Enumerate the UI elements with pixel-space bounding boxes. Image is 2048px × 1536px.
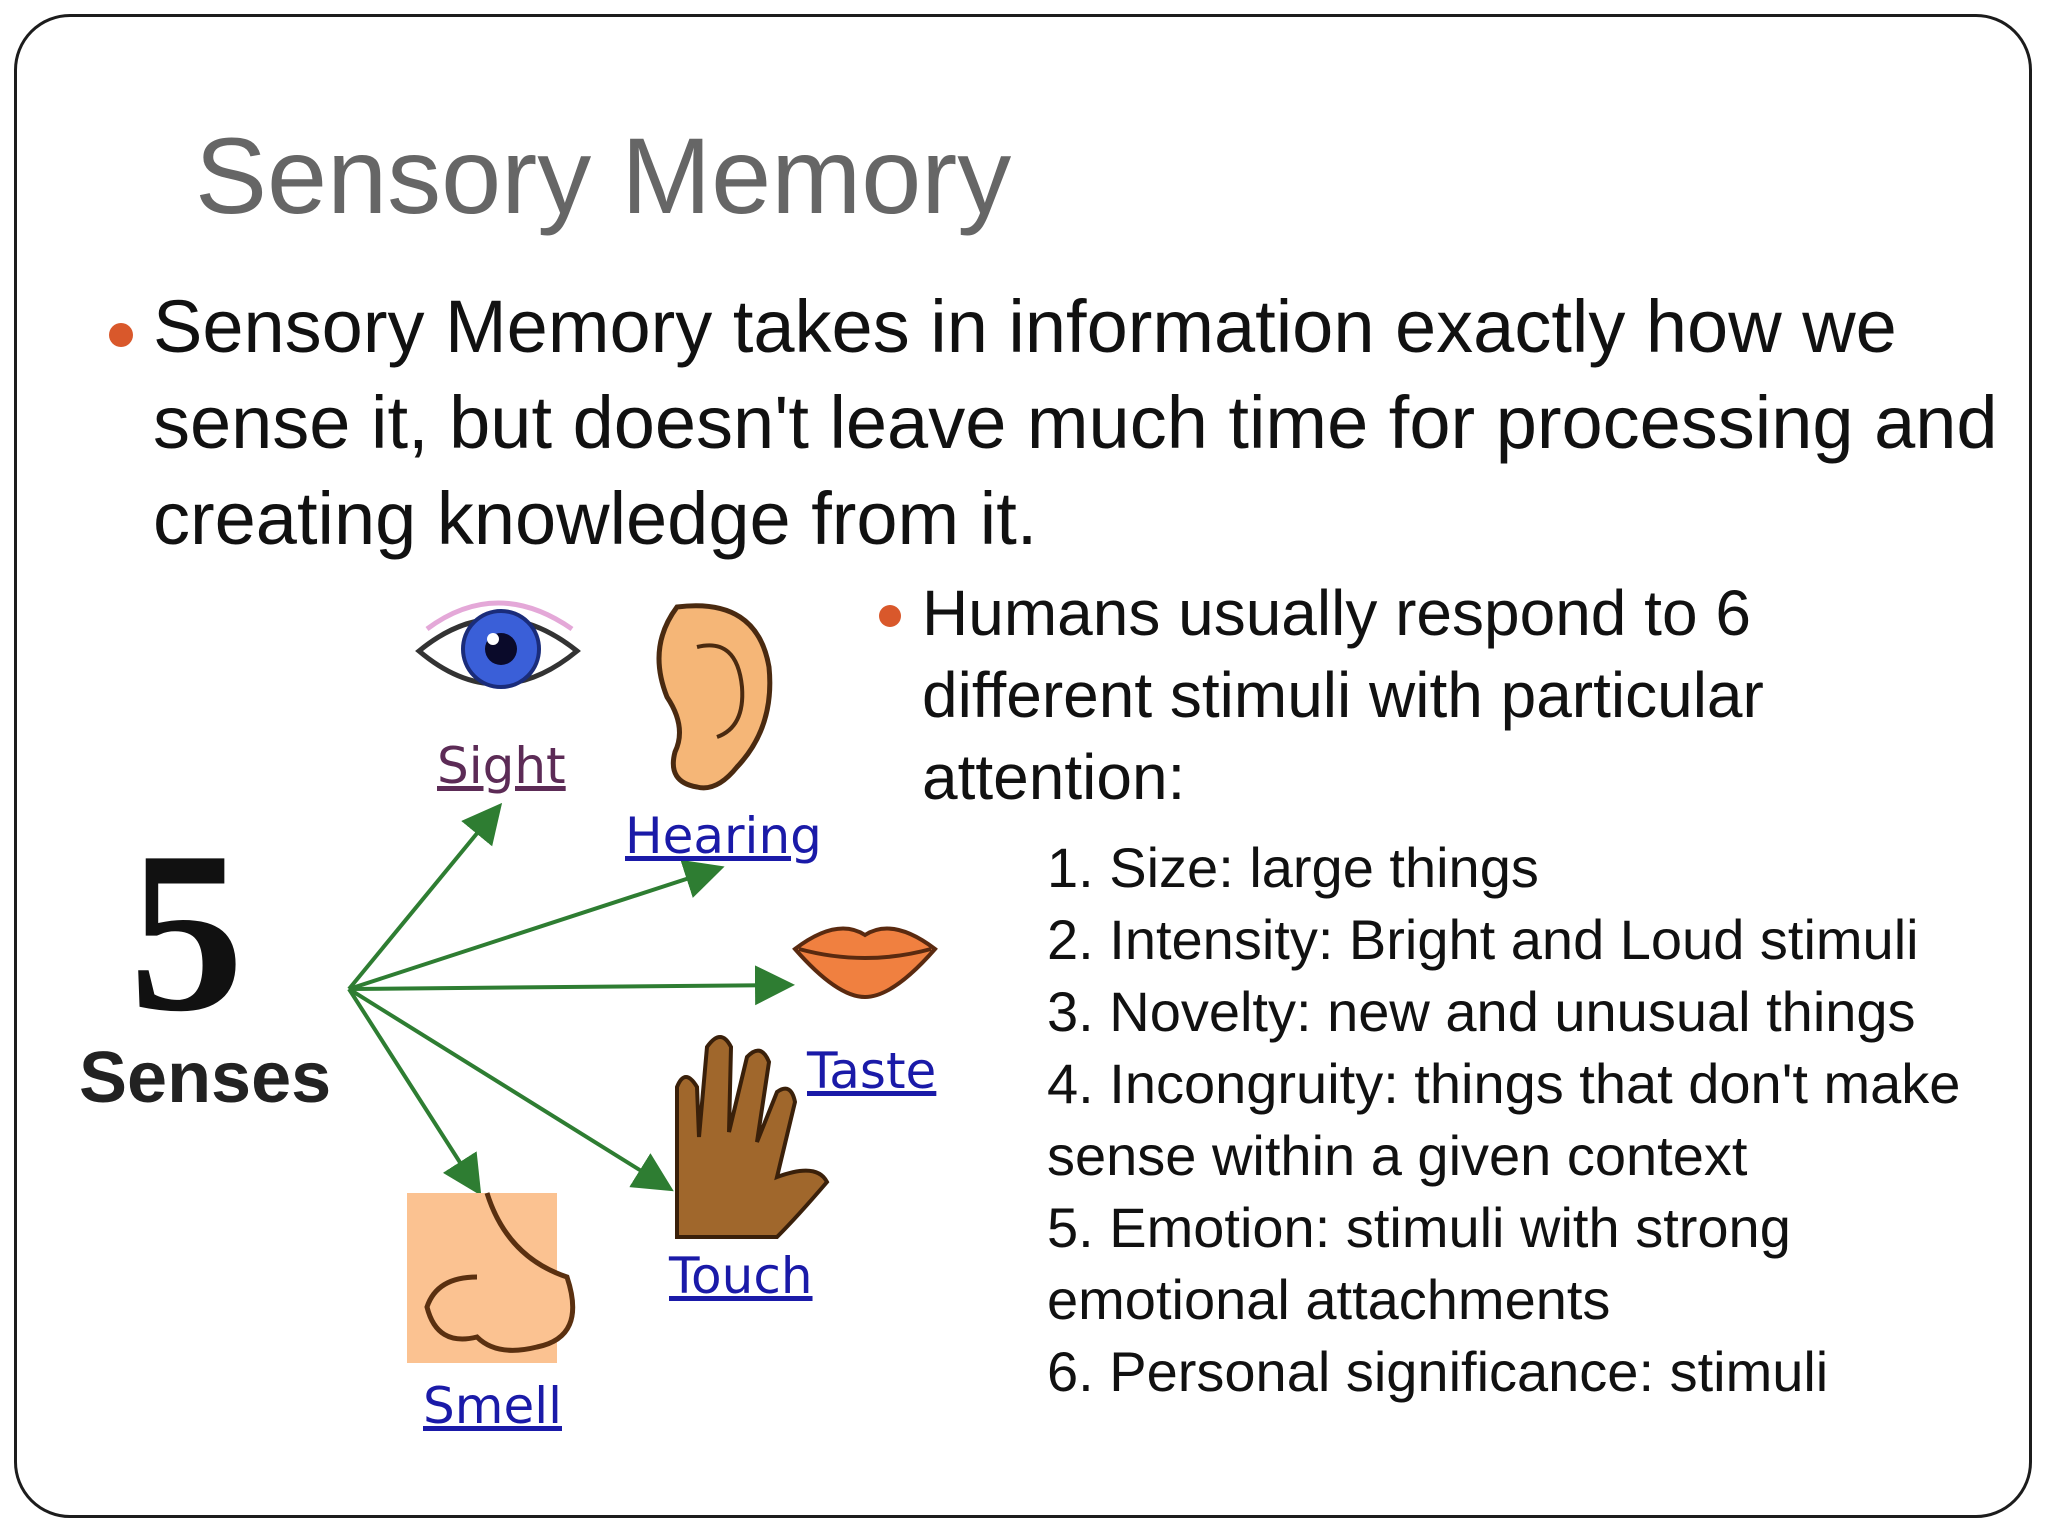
arrows <box>347 802 795 1196</box>
list-item: 3. Novelty: new and unusual things <box>1047 980 1916 1043</box>
arrow-hearing <box>348 859 725 991</box>
ear-icon <box>656 603 773 791</box>
lips-icon <box>792 926 938 1000</box>
hand-icon <box>675 1035 830 1239</box>
arrow-smell <box>347 987 482 1196</box>
arrow-sight <box>347 802 503 991</box>
slide-frame: Sensory Memory Sensory Memory takes in i… <box>14 14 2032 1518</box>
nose-icon <box>407 1192 576 1363</box>
eye-icon <box>415 600 581 689</box>
sub-bullet-text: Humans usually respond to 6 different st… <box>922 577 1764 813</box>
list-item: 4. Incongruity: things that don't make s… <box>1047 1052 1961 1187</box>
five-number: 5 <box>129 804 244 1059</box>
arrow-taste <box>348 965 795 1006</box>
list-item: 5. Emotion: stimuli with strong emotiona… <box>1047 1196 1791 1331</box>
slide-title: Sensory Memory <box>195 115 1012 236</box>
arrow-touch <box>347 987 674 1192</box>
list-item: 2. Intensity: Bright and Loud stimuli <box>1047 908 1919 971</box>
list-item: 6. Personal significance: stimuli <box>1047 1340 1829 1403</box>
stimuli-list: 1. Size: large things 2. Intensity: Brig… <box>1047 832 2027 1408</box>
sense-hearing-link[interactable]: Hearing <box>625 807 822 865</box>
sense-sight-link[interactable]: Sight <box>437 737 566 795</box>
sense-touch-link[interactable]: Touch <box>669 1247 813 1305</box>
senses-label: Senses <box>79 1038 332 1118</box>
list-item: 1. Size: large things <box>1047 836 1539 899</box>
main-bullet-text: Sensory Memory takes in information exac… <box>153 285 1998 560</box>
sense-taste-link[interactable]: Taste <box>807 1042 937 1100</box>
bullet-dot <box>879 605 901 627</box>
five-senses-diagram <box>347 600 938 1363</box>
sense-smell-link[interactable]: Smell <box>423 1377 562 1435</box>
bullet-dot <box>109 323 133 347</box>
